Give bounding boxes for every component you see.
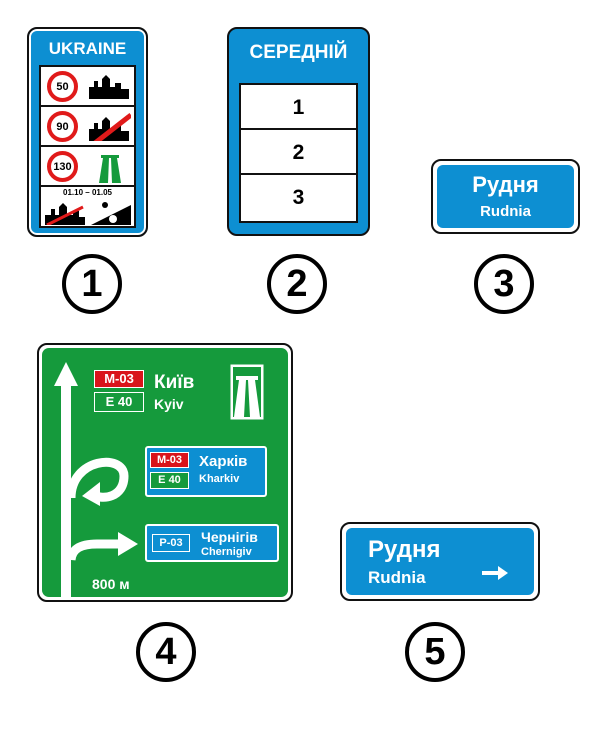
- sign-2-row-3: 3: [292, 186, 305, 209]
- route-arrows-icon: [54, 362, 138, 597]
- route-badge-m03-kyiv: M-03: [94, 370, 144, 388]
- sign-3-face: Рудня Rudnia: [437, 165, 574, 228]
- speed-limit-rural: 90: [47, 111, 78, 142]
- sign-number-2: 2: [267, 254, 327, 314]
- speed-limit-urban: 50: [47, 71, 78, 102]
- sign-1-panel: 50 90 130 01.10 – 01.05: [39, 65, 136, 228]
- sign-number-3: 3: [474, 254, 534, 314]
- sign-1-ukraine-entry: UKRAINE 50 90 130 01.10 – 01.05: [27, 27, 148, 237]
- sign-3-name-latin: Rudnia: [480, 203, 531, 220]
- sign-5-face: Рудня Rudnia: [346, 528, 534, 595]
- euro-badge-e40-kyiv: E 40: [94, 392, 144, 412]
- route-badge-m03-kharkiv: M-03: [150, 452, 189, 468]
- sign-1-row-winter: 01.10 – 01.05: [41, 187, 134, 227]
- euro-badge-e40-kharkiv: E 40: [150, 472, 189, 489]
- sign-1-row-motorway: 130: [41, 147, 134, 187]
- destination-chernigiv-latin: Chernigiv: [201, 546, 252, 558]
- route-badge-p03-chernigiv: P-03: [152, 534, 190, 552]
- motorway-icon: [230, 364, 264, 420]
- sign-3-name-cyrillic: Рудня: [472, 172, 539, 197]
- arrow-right-icon: [482, 566, 508, 580]
- sign-number-5: 5: [405, 622, 465, 682]
- destination-kyiv-latin: Kyiv: [154, 396, 184, 412]
- sign-4-face: M-03 E 40 Київ Kyiv M-03 E 40 Харків Kha…: [42, 348, 288, 597]
- destination-kharkiv-cyrillic: Харків: [199, 453, 248, 470]
- sign-1-row-rural: 90: [41, 107, 134, 147]
- sign-2-average-speed: СЕРЕДНІЙ 1 2 3: [227, 27, 370, 236]
- sign-5-settlement-direction: Рудня Rudnia: [340, 522, 540, 601]
- sign-5-name-latin: Rudnia: [368, 568, 426, 587]
- town-icon: [89, 75, 129, 99]
- sign-number-1: 1: [62, 254, 122, 314]
- sign-5-name-cyrillic: Рудня: [368, 536, 441, 563]
- sign-4-direction-scheme: M-03 E 40 Київ Kyiv M-03 E 40 Харків Kha…: [37, 343, 293, 602]
- sign-1-title: UKRAINE: [48, 39, 127, 58]
- distance-label: 800 м: [92, 576, 130, 592]
- sign-2-row-2: 2: [241, 130, 356, 175]
- motorway-icon: [99, 151, 121, 183]
- sign-2-row-1: 1: [241, 85, 356, 130]
- sign-2-title: СЕРЕДНІЙ: [249, 42, 348, 63]
- destination-chernigiv-cyrillic: Чернігів: [201, 529, 258, 545]
- car-lights-icon: [91, 202, 131, 225]
- sign-1-row-urban: 50: [41, 67, 134, 107]
- destination-kharkiv-box: M-03 E 40 Харків Kharkiv: [145, 446, 267, 497]
- destination-kyiv-cyrillic: Київ: [154, 372, 195, 393]
- destination-chernigiv-box: P-03 Чернігів Chernigiv: [145, 524, 279, 562]
- sign-3-settlement-name: Рудня Rudnia: [431, 159, 580, 234]
- sign-2-panel: 1 2 3: [239, 83, 358, 223]
- end-of-town-icon: [89, 113, 131, 141]
- speed-limit-motorway: 130: [47, 151, 78, 182]
- town-snow-icon: [45, 203, 85, 225]
- winter-period-dates: 01.10 – 01.05: [63, 188, 112, 197]
- destination-kharkiv-latin: Kharkiv: [199, 473, 240, 485]
- sign-number-4: 4: [136, 622, 196, 682]
